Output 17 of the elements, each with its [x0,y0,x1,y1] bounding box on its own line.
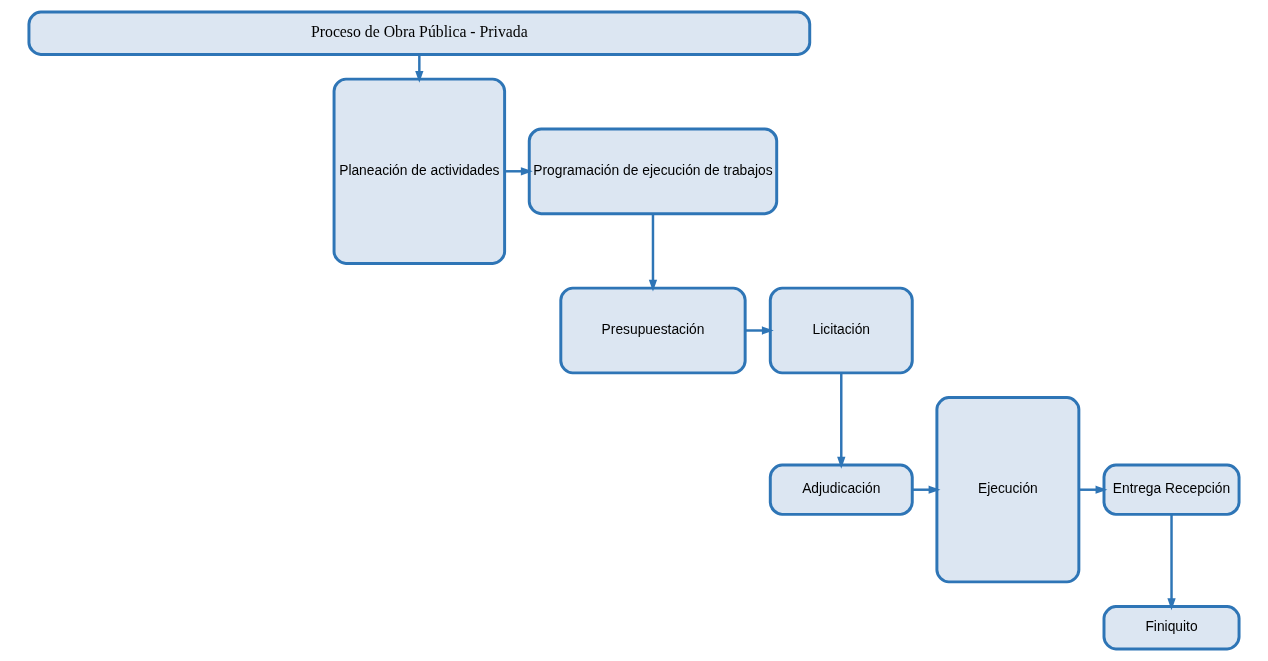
arrow [745,326,774,335]
node-box: Entrega Recepción [1102,463,1241,516]
arrow [912,485,941,494]
node-box: Presupuestación [559,286,747,375]
node-box: Licitación [768,286,914,375]
arrow [415,54,424,83]
node-box: Adjudicación [768,463,914,516]
node-box: Finiquito [1102,605,1241,651]
node-box: Proceso de Obra Pública - Privada [27,10,812,56]
arrow [1167,514,1176,611]
arrow [837,373,846,469]
node-box: Planeación de actividades [332,77,507,265]
node-box: Programación de ejecución de trabajos [527,127,779,216]
node-box: Ejecución [935,396,1081,584]
arrow [1079,485,1108,494]
arrow [504,167,533,176]
arrow [648,214,658,292]
